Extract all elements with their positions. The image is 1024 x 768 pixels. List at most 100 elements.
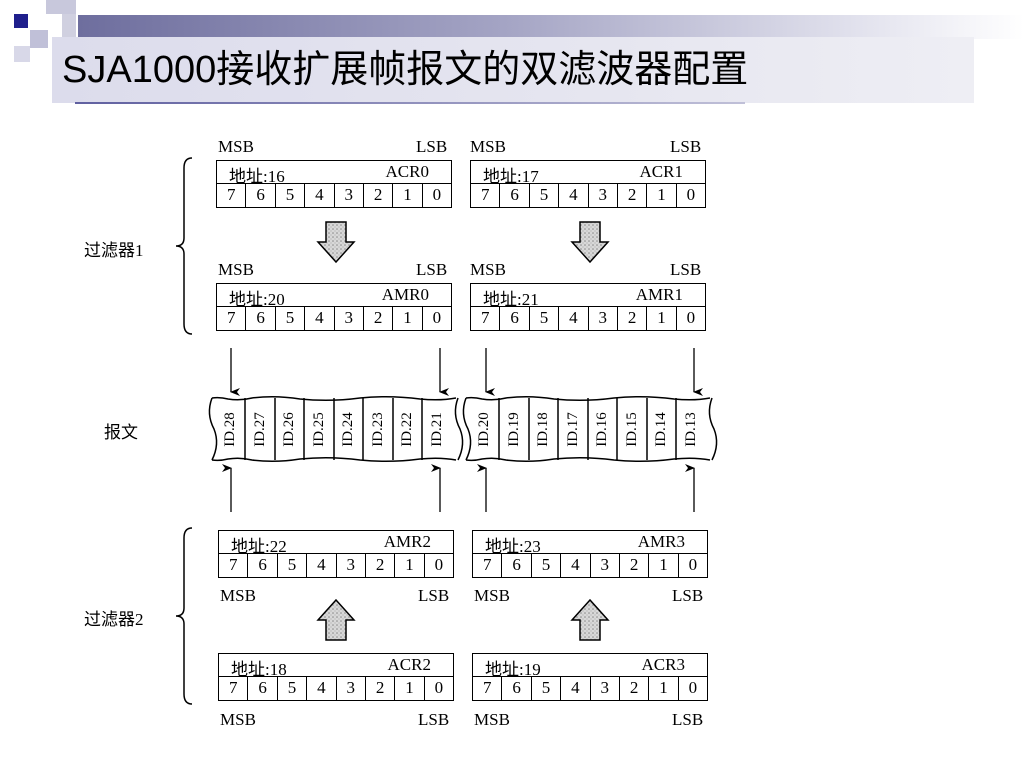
bit-cell: 6	[502, 554, 532, 577]
register-name: AMR0	[381, 285, 429, 304]
bit-cell: 3	[591, 554, 620, 577]
bit-cell: 7	[473, 554, 503, 577]
bit-cell: 1	[647, 184, 677, 207]
register-address: 地址:21	[483, 290, 539, 309]
bit-cell: 1	[649, 554, 679, 577]
bit-cell: 6	[248, 677, 278, 700]
register-address: 地址:23	[485, 537, 541, 556]
up-hollow-arrow	[316, 598, 356, 641]
bit-cell: 7	[219, 554, 249, 577]
bit-cell: 3	[337, 677, 366, 700]
bit-cell: 3	[337, 554, 366, 577]
register-name: ACR2	[387, 655, 431, 674]
message-label: 报文	[104, 423, 138, 442]
bit-cell: 3	[589, 307, 618, 330]
title-underline	[75, 102, 745, 104]
bit-cell: 6	[500, 307, 530, 330]
register-address: 地址:22	[231, 537, 287, 556]
bit-cell: 4	[559, 184, 589, 207]
msb-label: MSB	[220, 710, 256, 729]
bit-cell: 6	[502, 677, 532, 700]
bit-cell: 2	[366, 554, 396, 577]
register-address: 地址:17	[483, 167, 539, 186]
bit-cell: 7	[217, 184, 247, 207]
msb-label: MSB	[470, 260, 506, 279]
register-name: ACR1	[639, 162, 683, 181]
msb-label: MSB	[218, 137, 254, 156]
bit-cell: 2	[364, 184, 394, 207]
bit-cell: 4	[307, 554, 337, 577]
bit-cell: 4	[307, 677, 337, 700]
bit-cell: 5	[530, 307, 560, 330]
title-accent-line	[78, 15, 1024, 39]
bit-cell: 7	[217, 307, 247, 330]
down-hollow-arrow	[316, 221, 356, 264]
filter2-brace	[175, 527, 193, 705]
bit-cell: 7	[219, 677, 249, 700]
bit-cell: 7	[473, 677, 503, 700]
bit-cell: 5	[278, 677, 308, 700]
bit-cell: 5	[532, 554, 562, 577]
register-address: 地址:18	[231, 660, 287, 679]
bit-cell: 5	[530, 184, 560, 207]
filter2-label: 过滤器2	[84, 610, 144, 629]
bit-cell: 4	[305, 307, 335, 330]
down-hollow-arrow	[570, 221, 610, 264]
slide-title: SJA1000接收扩展帧报文的双滤波器配置	[62, 49, 749, 91]
bit-cell: 0	[432, 185, 442, 204]
bit-cell: 0	[434, 678, 444, 697]
corner-square-light	[62, 14, 76, 38]
bit-cell: 3	[335, 307, 364, 330]
lsb-label: LSB	[416, 260, 448, 279]
bit-cell: 0	[686, 185, 696, 204]
bit-cell: 1	[393, 184, 423, 207]
bit-cell: 3	[589, 184, 618, 207]
bit-cell: 7	[471, 184, 501, 207]
bit-cell: 2	[618, 307, 648, 330]
bit-cell: 5	[278, 554, 308, 577]
bit-cell: 5	[276, 307, 306, 330]
bit-cell: 6	[248, 554, 278, 577]
bit-cell: 2	[618, 184, 648, 207]
register-name: AMR1	[635, 285, 683, 304]
bit-cell: 5	[532, 677, 562, 700]
register-name: ACR3	[641, 655, 685, 674]
message-strip-outline	[462, 395, 718, 463]
bit-cell: 4	[305, 184, 335, 207]
bit-cell: 6	[246, 307, 276, 330]
msb-label: MSB	[470, 137, 506, 156]
bit-cell: 5	[276, 184, 306, 207]
lsb-label: LSB	[670, 137, 702, 156]
lsb-label: LSB	[672, 710, 704, 729]
bit-cell: 6	[500, 184, 530, 207]
bit-cell: 0	[688, 555, 698, 574]
bit-cell: 1	[395, 554, 425, 577]
bit-cell: 4	[559, 307, 589, 330]
lsb-label: LSB	[670, 260, 702, 279]
bit-cell: 0	[434, 555, 444, 574]
lsb-label: LSB	[416, 137, 448, 156]
register-address: 地址:20	[229, 290, 285, 309]
msb-label: MSB	[474, 586, 510, 605]
bit-cell: 1	[395, 677, 425, 700]
corner-square-light	[30, 30, 48, 48]
register-name: AMR2	[383, 532, 431, 551]
bit-cell: 0	[432, 308, 442, 327]
msb-label: MSB	[220, 586, 256, 605]
bit-cell: 3	[591, 677, 620, 700]
register-address: 地址:19	[485, 660, 541, 679]
